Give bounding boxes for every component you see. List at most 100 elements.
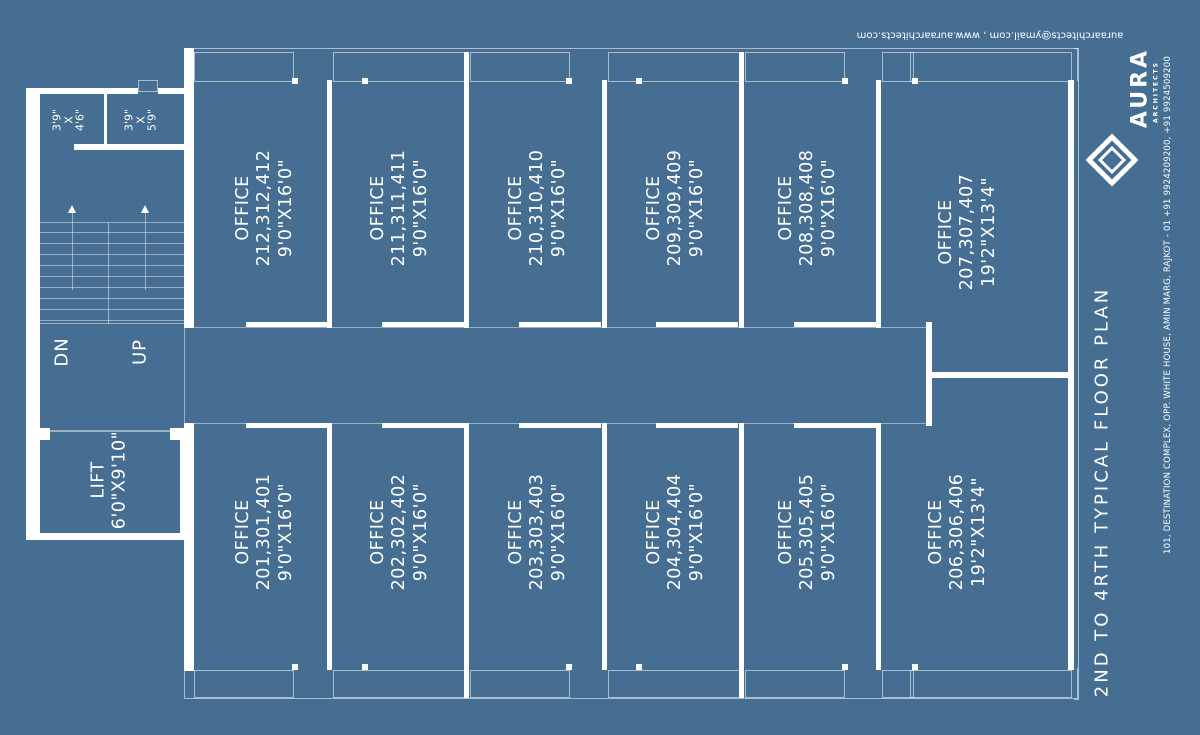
door-wall-stub bbox=[794, 322, 876, 327]
main-left-wall-bottom bbox=[184, 423, 194, 671]
shaft-bottom-wall bbox=[74, 144, 184, 150]
stair-tread bbox=[40, 287, 184, 288]
logo-name: AURA bbox=[1127, 47, 1153, 129]
facade-segment bbox=[910, 670, 1072, 698]
office-partition-wall bbox=[876, 423, 881, 670]
door-wall-stub bbox=[519, 322, 601, 327]
lift-top-wall bbox=[38, 428, 50, 440]
facade-segment bbox=[910, 52, 1072, 82]
facade-segment bbox=[470, 670, 570, 698]
core-wall-left bbox=[26, 88, 40, 540]
window-pier bbox=[292, 664, 298, 670]
plan-title: 2ND TO 4RTH TYPICAL FLOOR PLAN bbox=[1091, 286, 1113, 698]
core-window-left-2 bbox=[35, 325, 37, 425]
office-partition-wall bbox=[327, 80, 332, 328]
facade-segment bbox=[194, 52, 294, 82]
office-partition-wall bbox=[602, 423, 607, 670]
stair-tread bbox=[40, 276, 184, 277]
facade-segment bbox=[608, 52, 741, 82]
door-wall-stub bbox=[519, 423, 601, 428]
stair-rail-bottom bbox=[40, 323, 184, 324]
office-partition-wall bbox=[602, 80, 607, 328]
main-left-wall-top bbox=[184, 48, 194, 328]
arrow-up-icon bbox=[141, 205, 149, 213]
door-wall-stub bbox=[246, 423, 328, 428]
stair-center-line bbox=[108, 222, 109, 324]
office-partition-wall bbox=[327, 423, 332, 670]
arrow-up-icon bbox=[68, 205, 76, 213]
lift-bottom-wall bbox=[26, 533, 184, 540]
window-pier bbox=[636, 664, 642, 670]
door-wall-stub bbox=[794, 423, 876, 428]
lift-right-wall bbox=[180, 428, 185, 540]
office-partition-wall bbox=[739, 423, 744, 698]
window-pier bbox=[362, 664, 368, 670]
lift-door-line bbox=[50, 430, 170, 432]
t-wall-vertical bbox=[926, 322, 932, 426]
stair-rail-top bbox=[40, 222, 184, 223]
door-wall-stub bbox=[656, 322, 738, 327]
facade-segment bbox=[882, 52, 914, 82]
facade-segment bbox=[333, 52, 466, 82]
facade-segment bbox=[745, 52, 845, 82]
door-wall-stub bbox=[246, 322, 328, 327]
outer-facade-top bbox=[184, 48, 1078, 81]
stair-tread bbox=[40, 309, 184, 310]
door-wall-stub bbox=[382, 322, 464, 327]
corridor-top-line bbox=[184, 327, 930, 328]
core-window-top bbox=[138, 80, 158, 92]
stair-tread bbox=[40, 232, 184, 233]
window-pier bbox=[292, 78, 298, 84]
facade-segment bbox=[608, 670, 741, 698]
facade-segment bbox=[882, 670, 914, 698]
core-wall-top bbox=[26, 88, 138, 94]
core-wall-top-right bbox=[158, 88, 194, 94]
stair-tread bbox=[40, 298, 184, 299]
office-partition-wall bbox=[464, 52, 469, 328]
window-pier bbox=[842, 78, 848, 84]
core-window-left bbox=[30, 325, 32, 425]
stair-tread bbox=[40, 265, 184, 266]
stair-tread bbox=[40, 243, 184, 244]
window-pier bbox=[912, 664, 918, 670]
stair-arrow-up-left bbox=[72, 210, 73, 290]
t-wall-horizontal bbox=[932, 372, 1074, 378]
shaft-divider bbox=[104, 94, 107, 146]
facade-segment bbox=[333, 670, 466, 698]
office-partition-wall bbox=[739, 52, 744, 328]
window-pier bbox=[842, 664, 848, 670]
door-wall-stub bbox=[382, 423, 464, 428]
stair-tread bbox=[40, 320, 184, 321]
facade-segment bbox=[470, 52, 570, 82]
office-partition-wall bbox=[464, 423, 469, 698]
contact-line: auraarchitects@ymail.com , www.auraarchi… bbox=[856, 29, 1124, 41]
outer-facade-bottom bbox=[184, 668, 1078, 699]
aura-logo-icon bbox=[1086, 134, 1138, 186]
corridor-left-line bbox=[184, 327, 185, 424]
facade-segment bbox=[194, 670, 294, 698]
stair-arrow-up-right bbox=[145, 210, 146, 290]
stair-up-label: UP bbox=[129, 338, 151, 366]
stair-tread bbox=[40, 254, 184, 255]
address-line: 101, DESTINATION COMPLEX, OPP. WHITE HOU… bbox=[1163, 56, 1173, 554]
window-pier bbox=[566, 664, 572, 670]
stair-down-label: DN bbox=[51, 337, 73, 367]
office-partition-wall bbox=[876, 80, 881, 328]
outer-facade-right bbox=[1074, 48, 1079, 700]
door-wall-stub bbox=[656, 423, 738, 428]
logo-sub: ARCHITECTS bbox=[1152, 61, 1160, 123]
